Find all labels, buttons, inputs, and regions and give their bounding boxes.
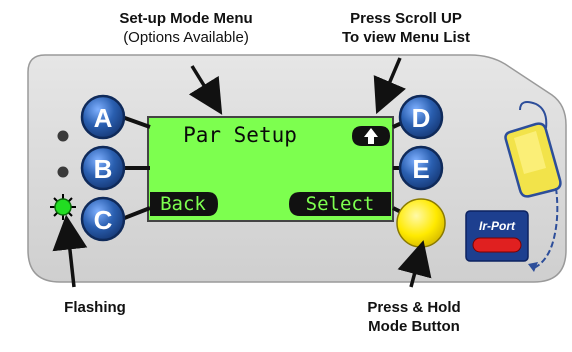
- setup-menu-title: Set-up Mode Menu: [119, 10, 253, 27]
- scroll-up-line2: To view Menu List: [341, 29, 471, 46]
- lcd-title: Par Setup: [183, 123, 297, 147]
- led-2: [57, 166, 69, 178]
- mode-button-callout: Press & Hold Mode Button: [344, 298, 484, 336]
- button-a[interactable]: A: [80, 94, 126, 140]
- scroll-up-line1: Press Scroll UP: [350, 10, 462, 27]
- scroll-up-arrow: [373, 57, 406, 115]
- mode-button-arrow: [397, 240, 432, 288]
- scroll-up-callout: Press Scroll UP To view Menu List: [320, 9, 492, 47]
- led-1: [57, 130, 69, 142]
- flashing-arrow: [52, 214, 88, 288]
- back-softkey: Back: [150, 192, 218, 216]
- mode-button-line1: Press & Hold: [367, 299, 461, 316]
- irport-label: Ir-Port: [479, 219, 516, 233]
- select-softkey: Select: [289, 192, 391, 216]
- setup-menu-arrow: [188, 65, 223, 115]
- setup-menu-subtitle: (Options Available): [123, 29, 249, 46]
- mode-button-line2: Mode Button: [368, 318, 460, 335]
- button-a-label: A: [94, 103, 113, 133]
- button-e-label: E: [412, 154, 429, 184]
- button-c-label: C: [94, 205, 113, 235]
- button-d[interactable]: D: [398, 94, 444, 140]
- select-softkey-label: Select: [306, 193, 375, 215]
- irport-badge: Ir-Port: [465, 210, 529, 262]
- button-c[interactable]: C: [80, 196, 126, 242]
- flashing-label: Flashing: [64, 299, 126, 316]
- button-b-label: B: [94, 154, 113, 184]
- up-arrow-icon: [352, 126, 390, 146]
- irport-window: [472, 237, 522, 253]
- button-e[interactable]: E: [398, 145, 444, 191]
- button-b[interactable]: B: [80, 145, 126, 191]
- mode-button[interactable]: [396, 198, 446, 248]
- footswitch-icon: [504, 101, 562, 272]
- button-d-label: D: [412, 103, 431, 133]
- setup-menu-callout: Set-up Mode Menu (Options Available): [88, 9, 284, 47]
- flashing-callout: Flashing: [40, 298, 150, 317]
- back-softkey-label: Back: [160, 193, 206, 215]
